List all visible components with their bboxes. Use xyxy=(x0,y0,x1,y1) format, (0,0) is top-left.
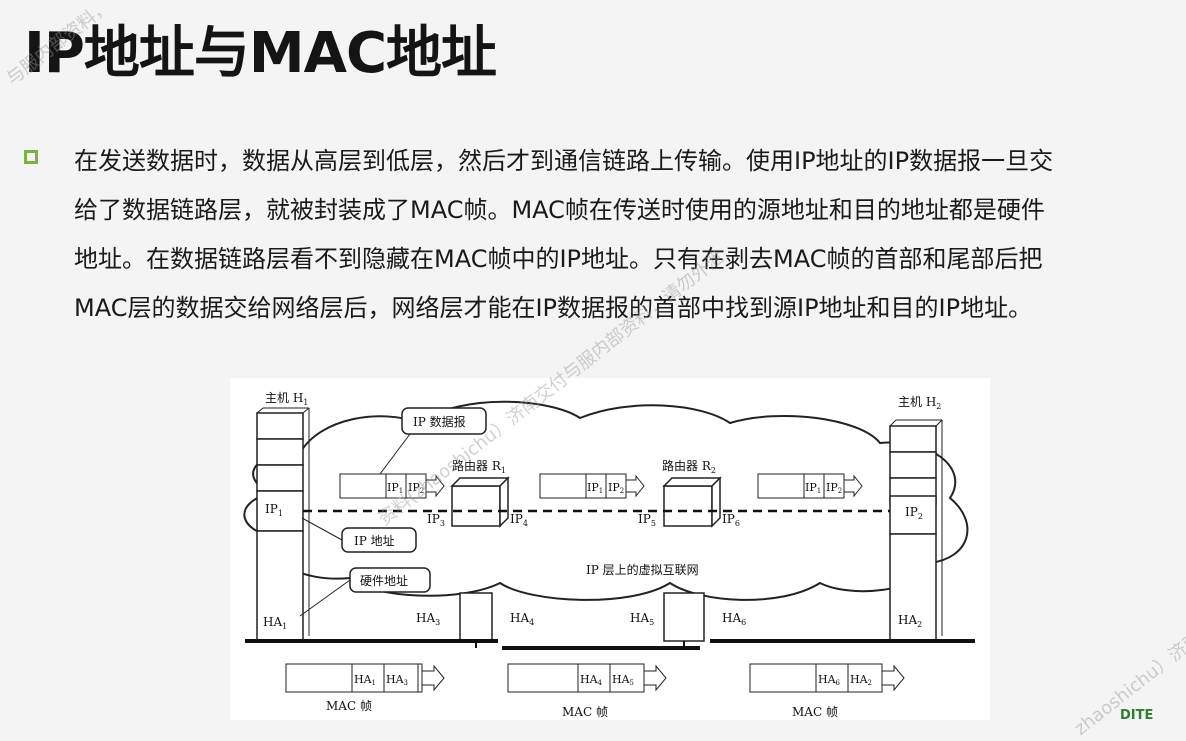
ip1-label: IP1 xyxy=(265,502,283,518)
router-r1 xyxy=(450,476,510,528)
ip-packet-1: IP1 IP2 xyxy=(339,473,445,499)
ip-packet-3: IP1 IP2 xyxy=(757,473,863,499)
svg-text:HA4: HA4 xyxy=(580,673,603,687)
mac-frame-1: HA1 HA3 MAC 帧 xyxy=(285,663,445,713)
svg-text:硬件地址: 硬件地址 xyxy=(360,574,408,588)
ip6-label: IP6 xyxy=(722,512,740,528)
ha2-label: HA2 xyxy=(898,613,922,629)
svg-text:HA5: HA5 xyxy=(612,673,634,687)
page-title: IP地址与MAC地址 xyxy=(24,21,497,86)
cloud-label: IP 层上的虚拟互联网 xyxy=(586,562,699,577)
svg-text:IP1: IP1 xyxy=(805,481,821,495)
corner-logo: DITE xyxy=(1120,708,1154,723)
svg-text:IP1: IP1 xyxy=(387,481,403,495)
host-h1 xyxy=(256,407,310,642)
callout-hw-address: 硬件地址 xyxy=(299,567,431,617)
svg-text:MAC 帧: MAC 帧 xyxy=(562,705,608,719)
ip-packet-2: IP1 IP2 xyxy=(539,473,645,499)
svg-text:IP 数据报: IP 数据报 xyxy=(413,414,466,429)
svg-text:IP1: IP1 xyxy=(587,481,603,495)
router2-label: 路由器 R2 xyxy=(662,458,716,475)
ha5-label: HA5 xyxy=(630,611,654,627)
svg-text:MAC 帧: MAC 帧 xyxy=(792,705,838,719)
watermark-3: zhaoshichu）济南 xyxy=(1070,627,1186,740)
network-diagram-svg: 主机 H1 主机 H2 路由器 R1 路由器 R2 IP1 IP2 IP3 IP… xyxy=(243,391,975,719)
svg-text:IP 地址: IP 地址 xyxy=(354,534,395,548)
ip2-label: IP2 xyxy=(905,505,923,521)
router1-label: 路由器 R1 xyxy=(452,458,506,475)
svg-text:IP2: IP2 xyxy=(608,481,624,495)
svg-text:HA3: HA3 xyxy=(386,673,408,687)
svg-text:MAC 帧: MAC 帧 xyxy=(326,699,372,713)
svg-text:HA2: HA2 xyxy=(850,673,872,687)
mac-frame-3: HA6 HA2 MAC 帧 xyxy=(749,663,905,719)
callout-ip-address: IP 地址 xyxy=(301,517,417,553)
host-h2 xyxy=(889,419,943,642)
svg-text:IP2: IP2 xyxy=(408,481,424,495)
ha1-label: HA1 xyxy=(263,615,287,631)
ip4-label: IP4 xyxy=(510,512,528,528)
paragraph-line-2: 给了数据链路层，就被封装成了MAC帧。MAC帧在传送时使用的源地址和目的地址都是… xyxy=(74,196,1045,224)
ha6-label: HA6 xyxy=(722,611,746,627)
router2-link-box xyxy=(663,592,705,642)
svg-text:HA1: HA1 xyxy=(354,673,376,687)
ha4-label: HA4 xyxy=(510,611,534,627)
network-diagram: 主机 H1 主机 H2 路由器 R1 路由器 R2 IP1 IP2 IP3 IP… xyxy=(230,378,990,720)
svg-text:HA6: HA6 xyxy=(818,673,841,687)
host2-label: 主机 H2 xyxy=(898,395,941,411)
mac-frame-2: HA4 HA5 MAC 帧 xyxy=(507,663,667,719)
bullet-square-icon xyxy=(24,150,38,164)
router1-link-box xyxy=(459,592,493,642)
callout-ip-datagram: IP 数据报 xyxy=(379,407,487,475)
paragraph-line-3: 地址。在数据链路层看不到隐藏在MAC帧中的IP地址。只有在剥去MAC帧的首部和尾… xyxy=(74,245,1043,273)
ip3-label: IP3 xyxy=(427,512,445,528)
svg-text:IP2: IP2 xyxy=(826,481,842,495)
ha3-label: HA3 xyxy=(416,611,440,627)
paragraph-line-1: 在发送数据时，数据从高层到低层，然后才到通信链路上传输。使用IP地址的IP数据报… xyxy=(74,147,1054,175)
ip5-label: IP5 xyxy=(638,512,656,528)
host1-label: 主机 H1 xyxy=(265,391,308,407)
router-r2 xyxy=(662,476,722,528)
paragraph-line-4: MAC层的数据交给网络层后，网络层才能在IP数据报的首部中找到源IP地址和目的I… xyxy=(74,294,1033,322)
